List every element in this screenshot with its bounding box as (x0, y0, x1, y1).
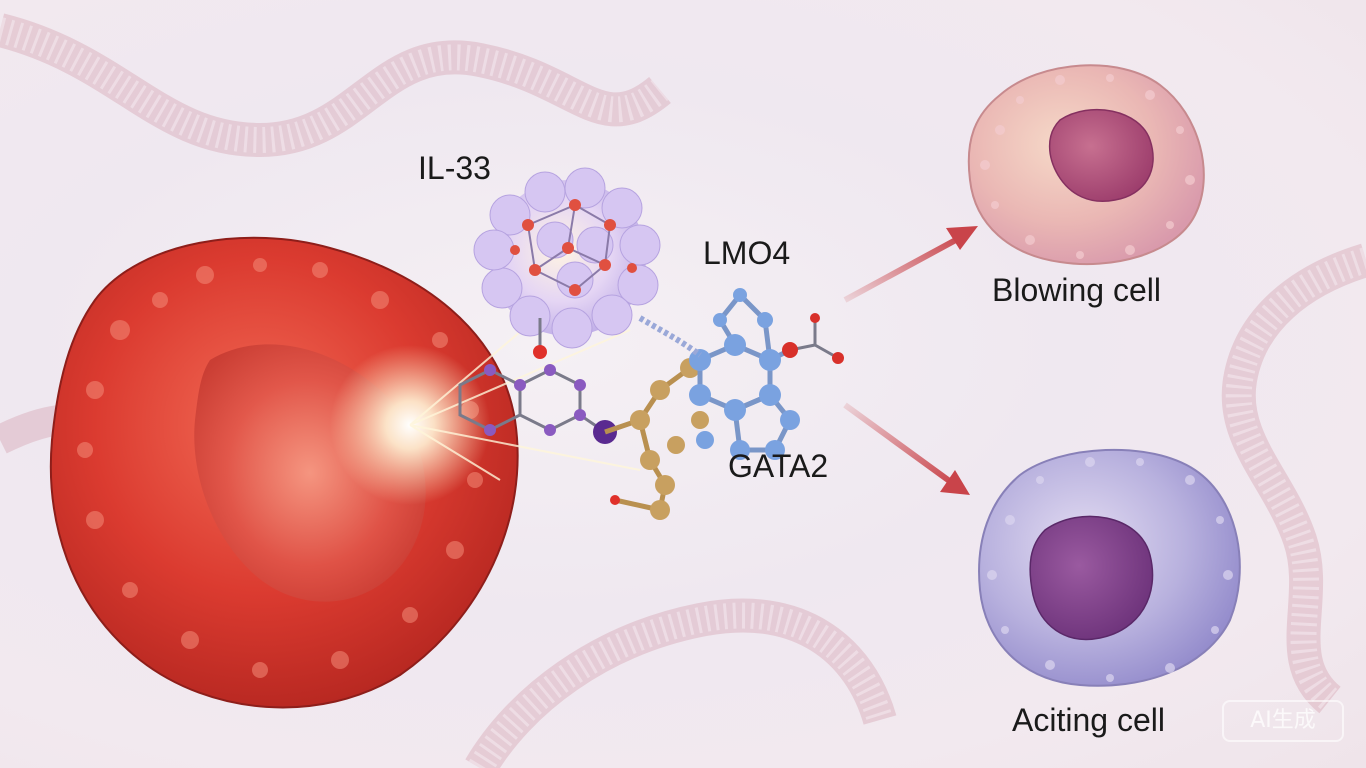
label-il33: IL-33 (418, 150, 491, 186)
ai-generated-watermark: AI生成 (1222, 700, 1344, 742)
label-lmo4: LMO4 (703, 235, 791, 271)
glow-burst (330, 314, 641, 505)
molecule-purple (458, 318, 617, 444)
molecule-blue (638, 288, 844, 460)
il33-nanoparticle (473, 167, 661, 349)
arrow-head-bottom (940, 470, 970, 495)
molecule-gold (604, 358, 709, 520)
blowing-cell (967, 64, 1205, 266)
arrow-to-blowing-cell (843, 232, 967, 303)
label-gata2: GATA2 (728, 448, 829, 484)
arrow-head-top (946, 226, 978, 250)
label-aciting-cell: Aciting cell (1012, 702, 1165, 738)
arrows (843, 226, 978, 495)
arrow-to-aciting-cell (843, 402, 957, 488)
aciting-cell (978, 448, 1241, 687)
label-blowing-cell: Blowing cell (992, 272, 1161, 308)
